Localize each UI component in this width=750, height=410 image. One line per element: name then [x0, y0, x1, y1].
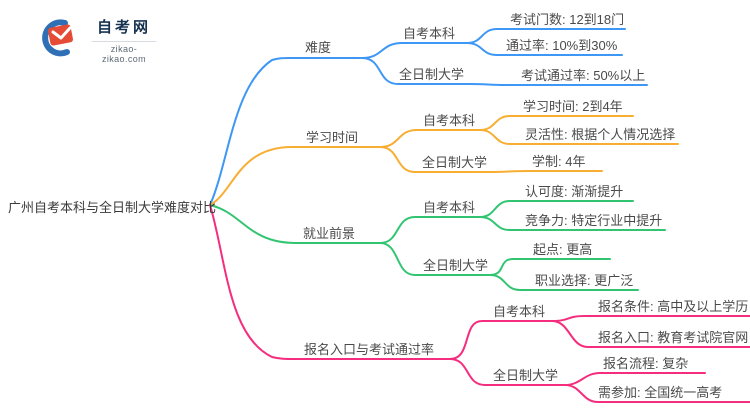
leaf-node: 报名条件: 高中及以上学历 — [598, 299, 749, 314]
leaf-node: 认可度: 渐渐提升 — [525, 184, 624, 199]
branch-node-employment: 就业前景 — [303, 226, 356, 241]
leaf-node: 通过率: 10%到30% — [506, 38, 618, 53]
leaf-node: 考试门数: 12到18门 — [510, 12, 625, 27]
leaf-node: 需参加: 全国统一高考 — [598, 385, 723, 400]
child-node-selfexam: 自考本科 — [403, 26, 456, 41]
site-logo: 自考网 zikao-zikao.com — [36, 16, 156, 64]
branch-difficulty-edges — [209, 28, 648, 206]
branch-registration-edges — [209, 204, 750, 403]
leaf-node: 学制: 4年 — [532, 154, 586, 169]
branch-node-studytime: 学习时间 — [306, 130, 359, 145]
graduation-cap-icon — [42, 19, 73, 57]
child-node-fulltime: 全日制大学 — [493, 368, 559, 383]
branch-node-registration: 报名入口与考试通过率 — [304, 342, 435, 357]
leaf-node: 报名流程: 复杂 — [603, 356, 689, 371]
leaf-node: 灵活性: 根据个人情况选择 — [525, 127, 676, 142]
logo-divider — [92, 41, 156, 42]
logo-domain: zikao-zikao.com — [101, 44, 147, 64]
child-node-fulltime: 全日制大学 — [422, 155, 488, 170]
leaf-node: 职业选择: 更广泛 — [535, 273, 634, 288]
leaf-node: 学习时间: 2到4年 — [523, 99, 623, 114]
logo-title: 自考网 — [96, 19, 151, 36]
branch-node-difficulty: 难度 — [305, 40, 332, 55]
child-node-fulltime: 全日制大学 — [423, 258, 489, 273]
child-node-selfexam: 自考本科 — [493, 304, 546, 319]
leaf-node: 起点: 更高 — [533, 242, 593, 257]
child-node-selfexam: 自考本科 — [423, 200, 476, 215]
leaf-node: 考试通过率: 50%以上 — [521, 68, 646, 83]
root-node: 广州自考本科与全日制大学难度对比 — [8, 200, 217, 215]
branch-employment-edges — [209, 200, 666, 291]
child-node-fulltime: 全日制大学 — [399, 67, 465, 82]
branch-studytime-edges — [209, 115, 679, 206]
leaf-node: 报名入口: 教育考试院官网 — [598, 330, 749, 345]
leaf-node: 竞争力: 特定行业中提升 — [525, 213, 663, 228]
child-node-selfexam: 自考本科 — [423, 113, 476, 128]
